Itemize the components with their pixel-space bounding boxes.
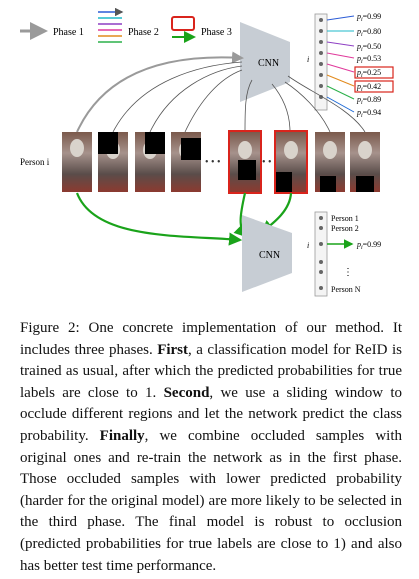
prob-highlight-5 bbox=[354, 80, 394, 93]
person-image-occluded-1 bbox=[98, 132, 128, 192]
person-image-occluded-5 bbox=[350, 132, 380, 192]
person-image-occluded-3 bbox=[171, 132, 201, 192]
probability-output-bottom: pi=0.99 bbox=[327, 239, 381, 251]
prob-bottom: pi=0.99 bbox=[356, 240, 381, 251]
caption-finally-label: Finally bbox=[99, 427, 145, 444]
feature-top-i: i bbox=[307, 55, 309, 64]
prob-top-2: pi=0.50 bbox=[356, 42, 381, 53]
person-image-row: • • • • • • bbox=[62, 130, 380, 194]
output-classes: Person 1 Person 2 ⋮ Person N bbox=[331, 214, 361, 294]
prob-top-1: pi=0.80 bbox=[356, 27, 381, 38]
class-person-2: Person 2 bbox=[331, 224, 359, 233]
feature-column-top: i bbox=[307, 13, 328, 111]
class-person-1: Person 1 bbox=[331, 214, 359, 223]
prob-highlight-4 bbox=[354, 66, 394, 79]
class-person-n: Person N bbox=[331, 285, 361, 294]
caption-finally-text: , we combine occluded samples with origi… bbox=[20, 427, 402, 574]
person-image-occluded-selected-2 bbox=[274, 130, 308, 194]
legend-phase1: Phase 1 bbox=[20, 22, 84, 40]
prob-top-3: pi=0.53 bbox=[356, 54, 381, 65]
prob-top-7: pi=0.94 bbox=[356, 108, 381, 119]
caption-first-text: , a classification model for ReID is tra… bbox=[20, 341, 402, 401]
ellipsis-1: • • • bbox=[205, 157, 221, 168]
person-label: Person i bbox=[20, 157, 50, 167]
person-image-occluded-4 bbox=[315, 132, 345, 192]
legend-phase1-label: Phase 1 bbox=[53, 27, 84, 38]
caption-intro: Figure 2: One concrete implementation of… bbox=[20, 320, 402, 358]
legend-phase2-label: Phase 2 bbox=[128, 27, 159, 38]
prob-top-0: pi=0.99 bbox=[356, 12, 381, 23]
person-image-occluded-selected-1 bbox=[228, 130, 262, 194]
class-dots: ⋮ bbox=[343, 267, 353, 278]
caption-second-text: , we use a sliding window to occlude dif… bbox=[20, 384, 402, 444]
probability-outputs-top: pi=0.99 pi=0.80 pi=0.50 pi=0.53 pi=0.25 … bbox=[326, 12, 394, 119]
prob-top-5: pi=0.42 bbox=[356, 82, 381, 93]
cnn-top-label: CNN bbox=[258, 58, 279, 69]
person-image-occluded-2 bbox=[135, 132, 165, 192]
legend-phase2: Phase 2 bbox=[98, 7, 159, 43]
prob-top-4: pi=0.25 bbox=[356, 68, 381, 79]
legend: Phase 1 Phase 2 Phase 3 bbox=[20, 7, 232, 43]
figure-caption: Figure 2: One concrete implementation of… bbox=[20, 318, 402, 577]
feature-bottom-i: i bbox=[307, 241, 309, 250]
method-figure: Phase 1 Phase 2 Phase 3 CNN i bbox=[20, 7, 394, 297]
cnn-top: CNN bbox=[240, 22, 290, 102]
legend-phase3-label: Phase 3 bbox=[201, 27, 232, 38]
caption-first-label: First bbox=[157, 341, 189, 358]
phase-curves-top bbox=[76, 51, 366, 133]
prob-top-6: pi=0.89 bbox=[356, 95, 381, 106]
cnn-bottom: CNN bbox=[242, 215, 292, 292]
feature-column-bottom: i bbox=[307, 211, 328, 297]
legend-phase3: Phase 3 bbox=[171, 16, 232, 43]
caption-second-label: Second bbox=[163, 384, 210, 401]
ellipsis-2: • • • bbox=[262, 157, 278, 168]
person-image-original bbox=[62, 132, 92, 192]
cnn-bottom-label: CNN bbox=[259, 250, 280, 261]
